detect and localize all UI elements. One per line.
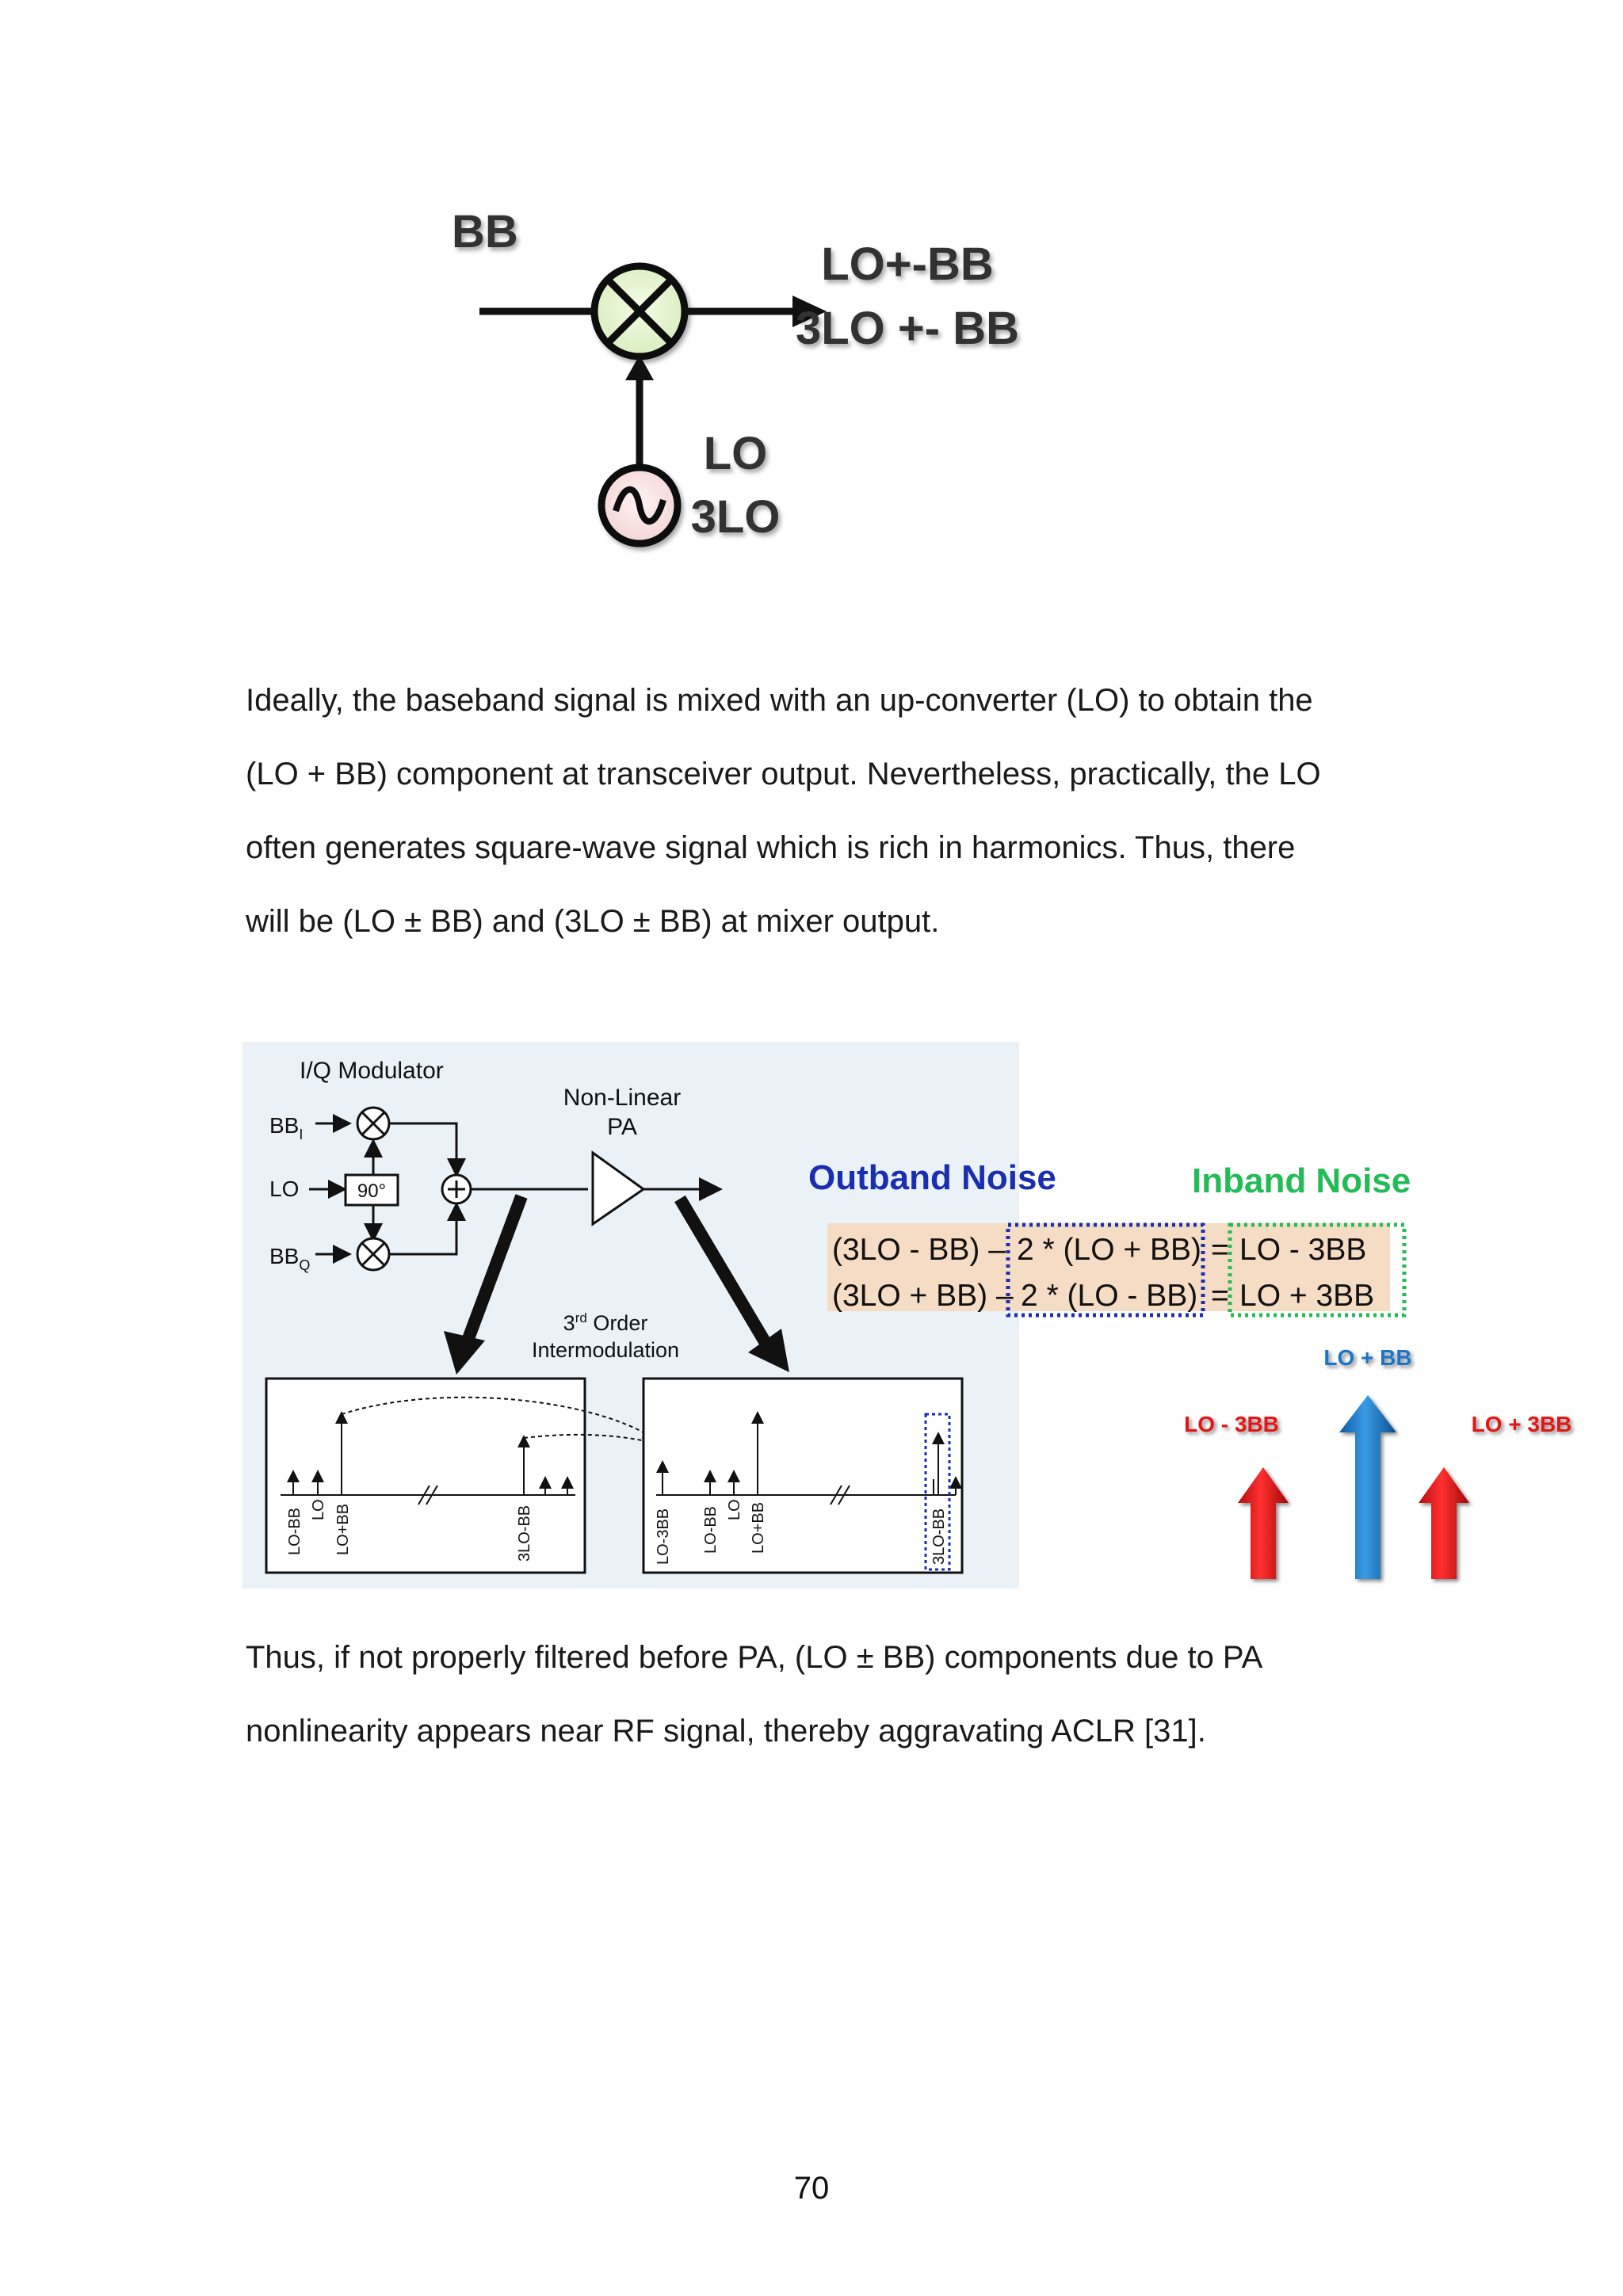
red-arrow-right-icon xyxy=(1419,1467,1469,1579)
right-spectrum-label-3lo-bb: 3LO-BB xyxy=(930,1508,948,1565)
paragraph-1-line-4: will be (LO ± BB) and (3LO ± BB) at mixe… xyxy=(246,904,940,939)
equation-1-term: 2 * (LO + BB) xyxy=(1017,1233,1201,1267)
imd-label-1: 3rd Order xyxy=(563,1310,648,1335)
big-arrow-right xyxy=(674,1195,789,1372)
iq-modulator-title: I/Q Modulator xyxy=(300,1058,444,1084)
equation-2-equals: = xyxy=(1211,1279,1229,1313)
equation-1-result: LO - 3BB xyxy=(1239,1233,1366,1267)
right-spectrum-highlight-box xyxy=(924,1413,951,1571)
phase-shifter-box xyxy=(344,1173,399,1207)
left-spectrum-label-lo: LO xyxy=(310,1499,327,1520)
equation-2-result: LO + 3BB xyxy=(1239,1279,1374,1313)
mixer-output-label-1: LO+-BB xyxy=(821,238,994,290)
mixer-output-label-2: 3LO +- BB xyxy=(796,303,1019,354)
equation-background xyxy=(827,1223,1390,1311)
paragraph-1: Ideally, the baseband signal is mixed wi… xyxy=(246,664,1387,959)
bbi-label: BBI xyxy=(269,1113,303,1142)
red-arrow-left-icon xyxy=(1238,1467,1289,1579)
mixer-icon xyxy=(590,262,689,360)
equation-1-lhs: (3LO - BB) – xyxy=(832,1233,1006,1267)
pa-title-1: Non-Linear xyxy=(563,1085,681,1111)
pa-triangle-icon xyxy=(591,1150,646,1226)
arrow-label-lo-plus-bb: LO + BB xyxy=(1323,1345,1411,1370)
big-arrow-left xyxy=(444,1194,528,1375)
right-spectrum-label-lo-plus-bb: LO+BB xyxy=(750,1502,767,1554)
arrow-label-lo-plus-3bb: LO + 3BB xyxy=(1472,1412,1572,1436)
left-spectrum-label-lo-bb: LO-BB xyxy=(286,1508,304,1555)
mixer-output-arrow xyxy=(685,296,827,327)
mixer-figure: BB LO+-BB 3LO +- BB LO 3LO xyxy=(452,206,1019,547)
mixer-q-to-summer xyxy=(389,1202,466,1256)
right-spectrum-label-lo: LO xyxy=(726,1499,743,1520)
inband-dotted-box xyxy=(1228,1222,1407,1318)
left-spectrum-panel: LO-BB LO LO+BB 3LO-BB xyxy=(265,1377,586,1574)
bbq-label: BBQ xyxy=(269,1244,310,1273)
mixer-i-to-summer xyxy=(389,1122,466,1177)
phase-shifter-label: 90° xyxy=(357,1180,386,1202)
imd-label-2: Intermodulation xyxy=(532,1338,679,1362)
equation-2-lhs: (3LO + BB) – xyxy=(832,1279,1014,1313)
outband-noise-title: Outband Noise xyxy=(808,1158,1056,1197)
iq-pa-figure: I/Q Modulator BBI LO 90° BBQ Non-Linear … xyxy=(242,1042,1572,1589)
mixer-i-icon xyxy=(356,1106,391,1141)
pa-title-2: PA xyxy=(607,1114,637,1140)
paragraph-2-line-1: Thus, if not properly filtered before PA… xyxy=(246,1640,1263,1675)
right-spectrum-label-lo-bb: LO-BB xyxy=(702,1506,720,1554)
paragraph-1-line-3: often generates square-wave signal which… xyxy=(246,830,1296,865)
equation-2-term: 2 * (LO - BB) xyxy=(1021,1279,1197,1313)
lo-label-1: LO xyxy=(704,428,768,479)
summer-icon xyxy=(441,1173,472,1205)
inband-noise-title: Inband Noise xyxy=(1192,1161,1411,1200)
oscillator-icon xyxy=(598,463,682,547)
blue-arrow-center-icon xyxy=(1339,1395,1396,1579)
lo-label-2: 3LO xyxy=(691,491,781,543)
left-spectrum-label-lo-plus-bb: LO+BB xyxy=(334,1504,352,1555)
left-spectrum-label-3lo-bb: 3LO-BB xyxy=(516,1505,533,1562)
right-spectrum-label-lo-3bb: LO-3BB xyxy=(655,1508,672,1565)
mixer-q-icon xyxy=(356,1237,391,1272)
paragraph-2: Thus, if not properly filtered before PA… xyxy=(246,1621,1387,1768)
imd-dashed-arrow-1 xyxy=(341,1396,656,1440)
mixer-input-label: BB xyxy=(452,206,518,257)
equation-1-equals: = xyxy=(1211,1233,1229,1267)
lo-arrow xyxy=(625,355,654,467)
paragraph-2-line-2: nonlinearity appears near RF signal, the… xyxy=(246,1714,1206,1749)
right-spectrum-panel: LO-3BB LO-BB LO LO+BB 3LO-BB xyxy=(642,1377,964,1574)
paragraph-1-line-1: Ideally, the baseband signal is mixed wi… xyxy=(246,683,1313,718)
page-number: 70 xyxy=(793,2171,830,2206)
lo-input-label: LO xyxy=(269,1177,299,1201)
paragraph-1-line-2: (LO + BB) component at transceiver outpu… xyxy=(246,757,1321,791)
arrow-label-lo-minus-3bb: LO - 3BB xyxy=(1184,1412,1279,1436)
